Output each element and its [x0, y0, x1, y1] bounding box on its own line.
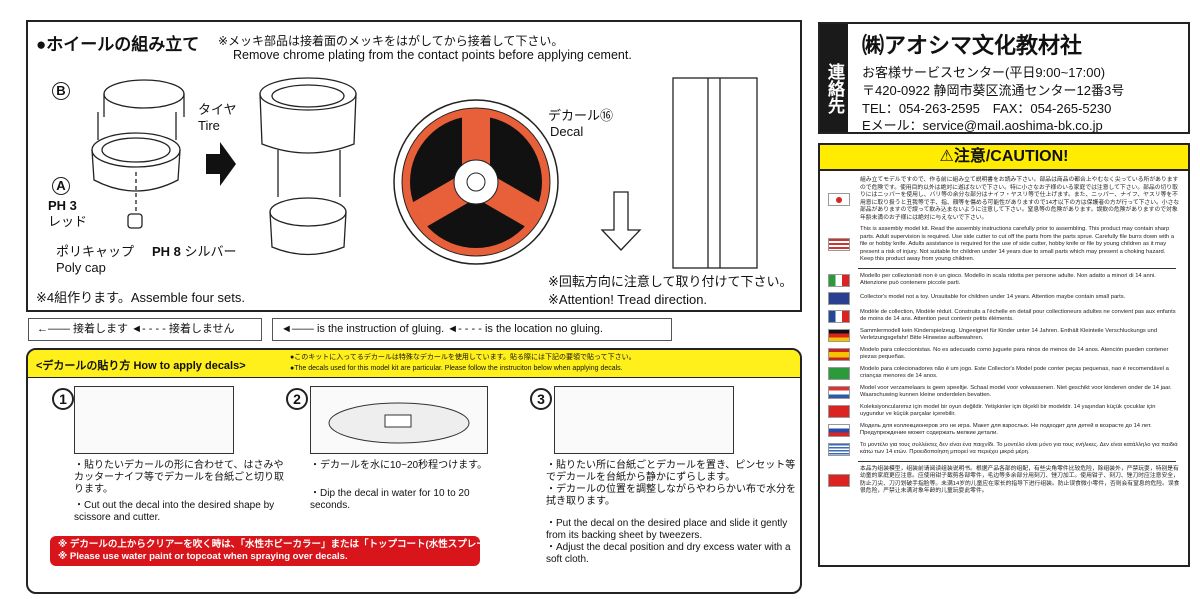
- step-1-text-jp: ・貼りたいデカールの形に合わせて、はさみやカッターナイフ等でデカールを台紙ごと切…: [74, 460, 284, 495]
- caution-row-brazil: Modelo para colecionadores não é um jogo…: [828, 366, 1180, 381]
- divider: [858, 267, 1176, 269]
- caution-row-turkey: Koleksiyoncularımız için model bir oyun …: [828, 404, 1180, 419]
- address: 〒420-0922 静岡市葵区流通センター12番3号: [862, 83, 1125, 98]
- spray-warning: ※ デカールの上からクリアーを吹く時は、「水性ホビーカラー」または「トップコート…: [50, 536, 480, 566]
- section-title: ●ホイールの組み立て: [36, 35, 200, 54]
- flag-france-icon: [828, 309, 850, 323]
- step-1-number: 1: [52, 388, 74, 410]
- flag-germany-icon: [828, 328, 850, 342]
- caution-text: 本品为组装模型，组装前请阅读组装说明书。根据产品各部的组配，有些尖角零件比较危险…: [860, 465, 1180, 495]
- step-3-illustration: [554, 386, 734, 454]
- assemble-sets-note: ※4組作ります。Assemble four sets.: [36, 290, 245, 305]
- decal-instructions-section: <デカールの貼り方 How to apply decals> ●このキットに入っ…: [26, 348, 802, 594]
- caution-row-italy: Modello per collezionisti non è un gioco…: [828, 273, 1180, 288]
- step-3-text-jp: ・貼りたい所に台紙ごとデカールを置き、ピンセット等でデカールを台紙から静かにずら…: [546, 460, 796, 507]
- caution-row-russia: Модель для коллекционеров это не игра. М…: [828, 423, 1180, 438]
- chrome-note-en: Remove chrome plating from the contact p…: [233, 48, 632, 62]
- step-3-text-en: ・Put the decal on the desired place and …: [546, 518, 791, 565]
- contact-box: 連絡先 ㈱アオシマ文化教材社 お客様サービスセンター(平日9:00~17:00)…: [818, 22, 1190, 134]
- caution-rows: 組み立てモデルですので、作る前に組み立て説明書をお読み下さい。部品は商品の都合上…: [828, 177, 1180, 500]
- caution-row-usa: This is assembly model kit. Read the ass…: [828, 226, 1180, 264]
- flag-china-icon: [828, 474, 850, 487]
- caution-text: 組み立てモデルですので、作る前に組み立て説明書をお読み下さい。部品は商品の都合上…: [860, 177, 1180, 221]
- caution-text: Modelo para coleccionistas. No es adecua…: [860, 346, 1169, 361]
- flag-spain-icon: [828, 347, 850, 361]
- caution-text: Collector's model not a toy. Unsuitable …: [860, 294, 1126, 301]
- decal-header: <デカールの貼り方 How to apply decals> ●このキットに入っ…: [28, 350, 800, 378]
- flag-brazil-icon: [828, 366, 850, 380]
- flag-netherlands-icon: [828, 385, 850, 399]
- step-2-text-en: ・Dip the decal in water for 10 to 20 sec…: [310, 488, 470, 511]
- step-2-text-jp: ・デカールを水に10~20秒程つけます。: [310, 460, 488, 471]
- caution-text: Koleksiyoncularımız için model bir oyun …: [860, 403, 1156, 418]
- caution-text: Modello per collezionisti non è un gioco…: [860, 272, 1156, 287]
- caution-row-germany: Sammlermodell kein Kinderspielzeug. Unge…: [828, 328, 1180, 343]
- step-2-illustration: [310, 386, 488, 454]
- chrome-note-jp: ※メッキ部品は接着面のメッキをはがしてから接着して下さい。: [218, 34, 564, 48]
- flag-uk-icon: [828, 291, 850, 305]
- caution-text: Model voor verzamelaars is geen speeltje…: [860, 384, 1172, 399]
- decal-label-en: Decal: [550, 124, 584, 139]
- glue-legend-en: ◄—— is the instruction of gluing. ◄- - -…: [272, 318, 672, 341]
- tread-direction-jp: ※回転方向に注意して取り付けて下さい。: [548, 274, 793, 289]
- flag-japan-icon: [828, 193, 850, 206]
- decal-label-jp: デカール⑯: [548, 108, 614, 123]
- part-a-label: A: [52, 177, 70, 195]
- caution-text: Το μοντέλο για τους συλλέκτες δεν είναι …: [860, 441, 1178, 456]
- caution-row-france: Modèle de collection, Modèle réduit. Con…: [828, 309, 1180, 324]
- flag-usa-icon: [828, 238, 850, 252]
- part-b-label: B: [52, 82, 70, 100]
- email: Eメール：service@mail.aoshima-bk.co.jp: [862, 118, 1103, 133]
- assembly-illustration: [91, 77, 758, 269]
- caution-row-greece: Το μοντέλο για τους συλλέκτες δεν είναι …: [828, 442, 1180, 457]
- service-hours: お客様サービスセンター(平日9:00~17:00): [862, 65, 1106, 80]
- flag-greece-icon: [828, 442, 850, 456]
- tire-label-en: Tire: [198, 118, 220, 133]
- caution-text: Модель для коллекционеров это не игра. М…: [860, 422, 1152, 437]
- caution-text: This is assembly model kit. Read the ass…: [860, 226, 1175, 262]
- tread-direction-en: ※Attention! Tread direction.: [548, 292, 708, 307]
- polycap-label-en: Poly cap: [56, 260, 106, 275]
- caution-text: Sammlermodell kein Kinderspielzeug. Unge…: [860, 327, 1158, 342]
- contact-label: 連絡先: [820, 24, 848, 132]
- tire-label-jp: タイヤ: [198, 102, 237, 117]
- paint-code-red: PH 3: [48, 198, 77, 213]
- step-1-text-en: ・Cut out the decal into the desired shap…: [74, 500, 275, 523]
- flag-russia-icon: [828, 423, 850, 437]
- paint-color-red: レッド: [48, 214, 88, 229]
- polycap-label-jp: ポリキャップ: [56, 244, 135, 259]
- phone-fax: TEL：054-263-2595 FAX：054-265-5230: [862, 101, 1112, 116]
- caution-box: ⚠注意/CAUTION! 組み立てモデルですので、作る前に組み立て説明書をお読み…: [818, 143, 1190, 567]
- step-2-number: 2: [286, 388, 308, 410]
- decal-intro: ●このキットに入ってるデカールは特殊なデカールを使用しています。貼る際には下記の…: [290, 354, 636, 372]
- step-1-illustration: [74, 386, 234, 454]
- paint-code-silver: PH 8 シルバー: [152, 244, 237, 259]
- caution-title: ⚠注意/CAUTION!: [820, 145, 1188, 171]
- wheel-assembly-section: ●ホイールの組み立て ※メッキ部品は接着面のメッキをはがしてから接着して下さい。…: [26, 20, 802, 312]
- flag-italy-icon: [828, 273, 850, 287]
- glue-legend-jp: ←—— 接着します ◄- - - - 接着しません: [28, 318, 262, 341]
- flag-turkey-icon: [828, 404, 850, 418]
- company-name: ㈱アオシマ文化教材社: [862, 33, 1083, 58]
- caution-row-spain: Modelo para coleccionistas. No es adecua…: [828, 347, 1180, 362]
- caution-row-china: 本品为组装模型，组装前请阅读组装说明书。根据产品各部的组配，有些尖角零件比较危险…: [828, 466, 1180, 496]
- step-3-number: 3: [530, 388, 552, 410]
- caution-row-japan: 組み立てモデルですので、作る前に組み立て説明書をお読み下さい。部品は商品の都合上…: [828, 177, 1180, 222]
- decal-title: <デカールの貼り方 How to apply decals>: [36, 360, 246, 372]
- caution-text: Modelo para colecionadores não é um jogo…: [860, 365, 1169, 380]
- caution-row-netherlands: Model voor verzamelaars is geen speeltje…: [828, 385, 1180, 400]
- caution-text: Modèle de collection, Modèle réduit. Con…: [860, 308, 1176, 323]
- divider: [858, 460, 1176, 462]
- caution-row-uk: Collector's model not a toy. Unsuitable …: [828, 291, 1180, 305]
